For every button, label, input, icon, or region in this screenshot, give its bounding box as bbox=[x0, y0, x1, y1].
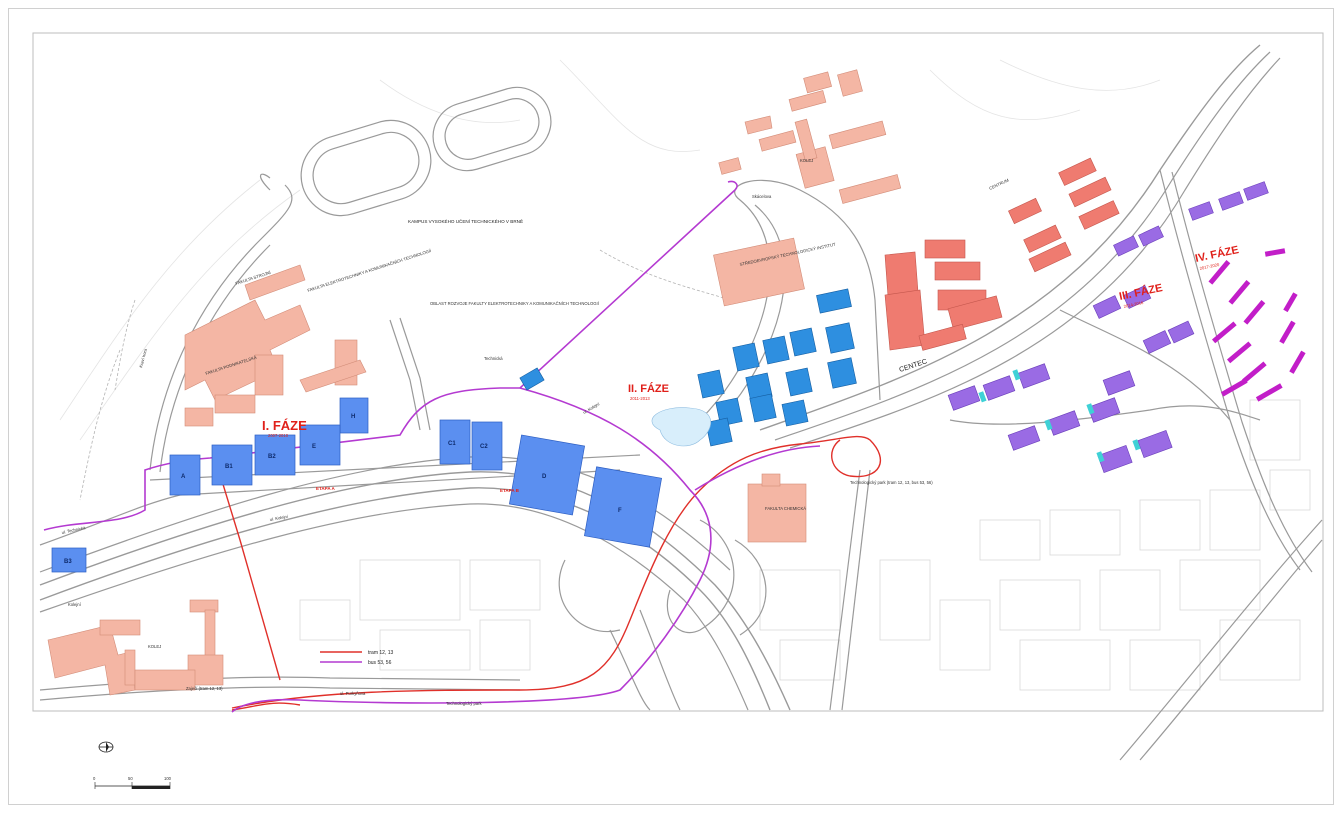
street-label: Kraví hora bbox=[138, 348, 148, 369]
phase-3-years: 2014-2016 bbox=[1123, 300, 1144, 309]
phase-4-years: 2017-2020 bbox=[1199, 262, 1220, 271]
phase1-buildings bbox=[51, 397, 662, 573]
scale-tick: 0 bbox=[93, 776, 96, 781]
building-label: F bbox=[618, 508, 622, 514]
legend-tram-label: tram 12, 13 bbox=[368, 650, 394, 656]
stage-a-label: ETAPA A bbox=[316, 486, 335, 491]
faculty-it-block-label: OBLAST ROZVOJE FAKULTY ELEKTROTECHNIKY A… bbox=[430, 301, 600, 306]
tram-stop-bottom-label: Technologický park bbox=[446, 701, 483, 706]
scale-tick: 50 bbox=[128, 776, 133, 781]
phase3-accents bbox=[978, 369, 1141, 463]
building-label: H bbox=[351, 414, 355, 420]
phase-2-years: 2011-2013 bbox=[630, 396, 650, 401]
phase1-building-labels: H E B2 B1 A C1 C2 D F B3 bbox=[64, 414, 622, 565]
street-label: ul. Kolejní bbox=[269, 514, 289, 522]
building-label: E bbox=[312, 444, 316, 450]
stage-b-label: ETAPA B bbox=[500, 488, 520, 493]
footpaths bbox=[79, 249, 731, 501]
dorm-north-label: KOLEJ bbox=[800, 158, 813, 163]
building-label: B2 bbox=[268, 454, 276, 460]
street-label: Kolejní bbox=[68, 602, 82, 607]
sports-tracks bbox=[300, 86, 552, 217]
scale-tick: 100 bbox=[164, 776, 172, 781]
city-blocks bbox=[299, 399, 1311, 691]
phase3-buildings bbox=[947, 181, 1269, 473]
phase-1-years: 2007-2010 bbox=[268, 433, 289, 438]
terrain-contours bbox=[59, 59, 1161, 441]
central-buildings bbox=[884, 157, 1120, 351]
legend-bus-label: bus 53, 56 bbox=[368, 660, 392, 666]
tram-stop-label: Technologický park (tram 12, 13, bus 53,… bbox=[850, 480, 933, 485]
phase-1-label: I. FÁZE bbox=[262, 418, 307, 433]
north-arrow-icon bbox=[98, 741, 114, 753]
pond bbox=[651, 407, 711, 447]
campus-title: KAMPUS VYSOKÉHO UČENÍ TECHNICKÉHO V BRNĚ bbox=[408, 217, 523, 224]
tram-stop-south-label: Zaječí (tram 12, 13) bbox=[186, 686, 223, 691]
bus-route bbox=[43, 180, 821, 713]
building-label: A bbox=[181, 474, 186, 480]
existing-buildings bbox=[47, 69, 902, 696]
building-label: C2 bbox=[480, 444, 488, 450]
street-label: Technická bbox=[484, 356, 503, 361]
phase-2-label: II. FÁZE bbox=[628, 382, 669, 395]
scale-bar: 0 50 100 bbox=[93, 776, 172, 789]
bus-stop-label: Skácelova bbox=[752, 194, 772, 199]
building-label: B3 bbox=[64, 559, 72, 565]
street-label: ul. Technická bbox=[61, 525, 86, 535]
street-label: ul. Purkyňova bbox=[340, 691, 366, 696]
building-label: C1 bbox=[448, 441, 456, 447]
phase4-buildings bbox=[1208, 248, 1306, 402]
building-label: D bbox=[542, 474, 547, 480]
route-legend: tram 12, 13 bus 53, 56 bbox=[320, 650, 394, 666]
faculty-chemistry-south-label: FAKULTA CHEMICKÁ bbox=[765, 506, 806, 511]
building-label: B1 bbox=[225, 464, 233, 470]
dorm-south-label: KOLEJ bbox=[148, 644, 161, 649]
phase2-buildings bbox=[519, 288, 857, 447]
